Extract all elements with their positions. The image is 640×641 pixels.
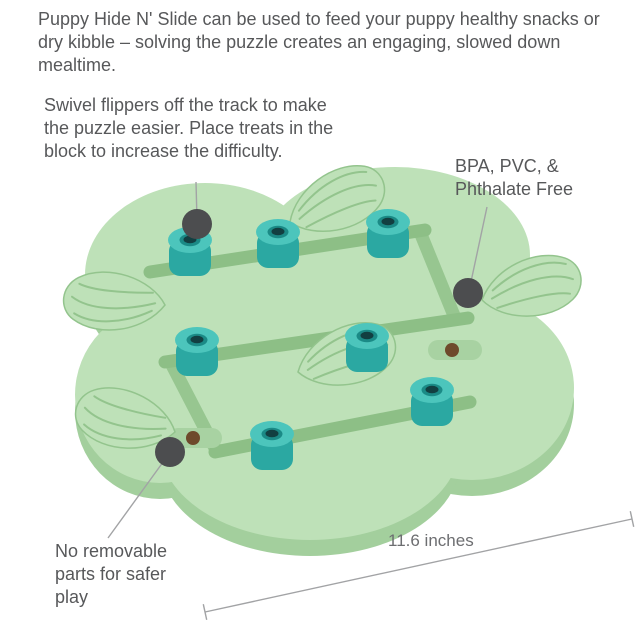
treat-icon <box>186 431 200 445</box>
peg-icon <box>366 209 410 258</box>
peg-icon <box>410 377 454 426</box>
callout-line-materials <box>468 206 488 292</box>
callout-line-safety <box>107 457 167 539</box>
peg-icon <box>175 327 219 376</box>
peg-icon <box>345 323 389 372</box>
dimension-line <box>202 511 635 620</box>
intro-text: Puppy Hide N' Slide can be used to feed … <box>38 9 600 76</box>
peg-icon <box>250 421 294 470</box>
peg-icon <box>256 219 300 268</box>
callout-materials-text: BPA, PVC, & Phthalate Free <box>455 156 574 200</box>
dimension-label: 11.6 inches <box>388 531 474 550</box>
callout-flippers-text: Swivel flippers off the track to make th… <box>44 95 334 162</box>
callout-safety-text: No removable parts for safer play <box>55 541 168 608</box>
callout-dot-safety <box>155 437 185 467</box>
callout-dot-flippers <box>182 209 212 239</box>
treat-icon <box>445 343 459 357</box>
callout-dot-materials <box>453 278 483 308</box>
